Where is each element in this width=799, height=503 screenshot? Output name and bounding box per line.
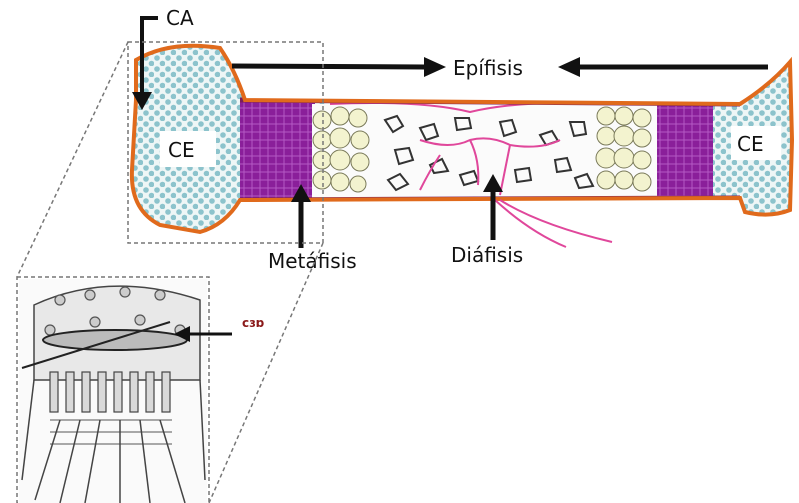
growth-plate-right <box>655 100 713 200</box>
ce-left-label: CE <box>168 138 195 162</box>
epifisis-annotation: Epífisis <box>232 56 768 80</box>
ca-label: CA <box>166 6 194 30</box>
vessel-tail-2 <box>495 200 566 247</box>
ce-right-label: CE <box>737 132 764 156</box>
metafisis-label: Metáfisis <box>268 249 357 273</box>
vessel-tail <box>500 200 612 242</box>
epifisis-arrowhead-left <box>558 57 580 77</box>
diafisis-label: Diáfisis <box>451 243 523 267</box>
epifisis-arrowhead-right <box>424 57 446 77</box>
epifisis-label: Epífisis <box>453 56 523 80</box>
growth-plate-left <box>240 98 315 202</box>
inset-mark: cɜɒ <box>242 316 265 330</box>
inset-illustration: cɜɒ <box>19 279 265 503</box>
